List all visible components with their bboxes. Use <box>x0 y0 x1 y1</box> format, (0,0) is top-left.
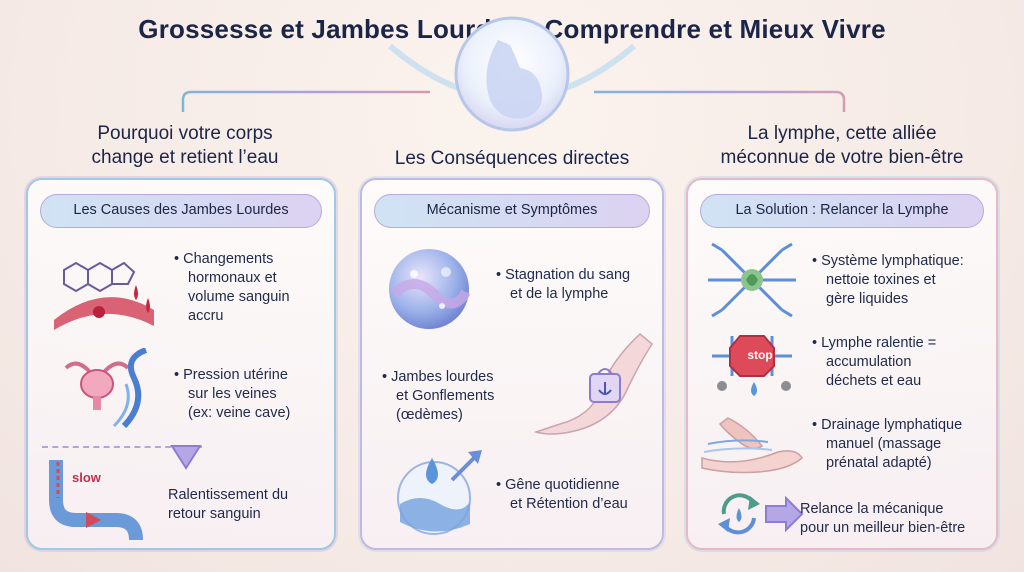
heading-consequences: Les Conséquences directes <box>394 148 630 169</box>
solution-item-2: • Lymphe ralentie = accumulation déchets… <box>812 334 936 391</box>
solution-item-3: • Drainage lymphatique manuel (massage p… <box>812 416 962 473</box>
slow-label: slow <box>72 470 101 485</box>
cause-1-line2: hormonaux et <box>188 270 277 286</box>
consequence-3-line2: et Rétention d’eau <box>510 496 628 512</box>
heading-solution: La lymphe, cette alliée méconnue de votr… <box>690 122 994 170</box>
heading-solution-line2: méconnue de votre bien-être <box>720 147 964 168</box>
cause-1-line3: volume sanguin <box>188 289 290 305</box>
solution-1-line2: nettoie toxines et <box>826 272 936 288</box>
cause-item-3: Ralentissement du retour sanguin <box>168 486 288 524</box>
water-retention-icon <box>397 450 482 535</box>
divider <box>42 446 202 448</box>
consequence-3-line1: • Gêne quotidienne <box>496 477 620 493</box>
solution-2-line3: déchets et eau <box>826 373 922 389</box>
cause-3-line1: Ralentissement du <box>168 487 289 503</box>
solution-3-line2: manuel (massage <box>826 436 942 452</box>
cause-item-2: • Pression utérine sur les veines (ex: v… <box>174 366 290 423</box>
cause-2-line3: (ex: veine cave) <box>188 405 291 421</box>
arrow-down-icon <box>170 445 202 470</box>
stop-icon <box>712 335 792 396</box>
stagnation-icon <box>389 249 471 329</box>
panel-causes: Les Causes des Jambes Lourdes • Changeme… <box>26 178 336 550</box>
consequence-2-line3: (œdèmes) <box>396 407 463 423</box>
stop-label: stop <box>747 348 773 362</box>
solution-2-line1: • Lymphe ralentie = <box>812 335 937 351</box>
header-decoration <box>181 16 846 132</box>
solution-4-line1: Relance la mécanique <box>800 501 944 517</box>
heading-solution-line1: La lymphe, cette alliée <box>747 123 937 144</box>
lymph-network-icon <box>708 242 796 318</box>
solution-1-line3: gère liquides <box>826 291 909 307</box>
uterus-veins-icon <box>64 348 148 428</box>
heading-causes: Pourquoi votre corps change et retient l… <box>40 122 330 170</box>
heading-causes-line2: change et retient l’eau <box>91 147 279 168</box>
heavy-leg-icon <box>533 333 653 435</box>
pill-consequences: Mécanisme et Symptômes <box>374 194 650 228</box>
panel-solution: La Solution : Relancer la Lymphe • Systè… <box>686 178 998 550</box>
pill-solution: La Solution : Relancer la Lymphe <box>700 194 984 228</box>
consequence-2-line1: • Jambes lourdes <box>382 369 494 385</box>
heading-causes-line1: Pourquoi votre corps <box>97 123 273 144</box>
consequence-2-line2: et Gonflements <box>396 388 495 404</box>
solution-1-line1: • Système lymphatique: <box>812 253 964 269</box>
consequence-item-3: • Gêne quotidienne et Rétention d’eau <box>496 476 628 514</box>
consequence-item-2: • Jambes lourdes et Gonflements (œdèmes) <box>382 368 494 425</box>
solution-2-line2: accumulation <box>826 354 912 370</box>
cause-2-line2: sur les veines <box>188 386 277 402</box>
cause-3-line2: retour sanguin <box>168 506 261 522</box>
pill-causes: Les Causes des Jambes Lourdes <box>40 194 322 228</box>
cause-item-1: • Changements hormonaux et volume sangui… <box>174 250 290 326</box>
solution-3-line1: • Drainage lymphatique <box>812 417 963 433</box>
consequence-1-line1: • Stagnation du sang <box>496 267 631 283</box>
solution-3-line3: prénatal adapté) <box>826 455 932 471</box>
cause-2-line1: • Pression utérine <box>174 367 288 383</box>
consequence-item-1: • Stagnation du sang et de la lymphe <box>496 266 630 304</box>
solution-4-line2: pour un meilleur bien-être <box>800 520 966 536</box>
panel-consequences: Mécanisme et Symptômes • Stagnation du s… <box>360 178 664 550</box>
cause-1-line4: accru <box>188 308 224 324</box>
solution-item-1: • Système lymphatique: nettoie toxines e… <box>812 252 964 309</box>
consequence-1-line2: et de la lymphe <box>510 286 609 302</box>
massage-icon <box>701 417 803 474</box>
cycle-arrow-icon <box>718 493 804 535</box>
solution-item-4: Relance la mécanique pour un meilleur bi… <box>800 500 965 538</box>
slow-flow-icon <box>49 460 143 540</box>
hormone-blood-icon <box>54 261 154 330</box>
cause-1-line1: • Changements <box>174 251 274 267</box>
